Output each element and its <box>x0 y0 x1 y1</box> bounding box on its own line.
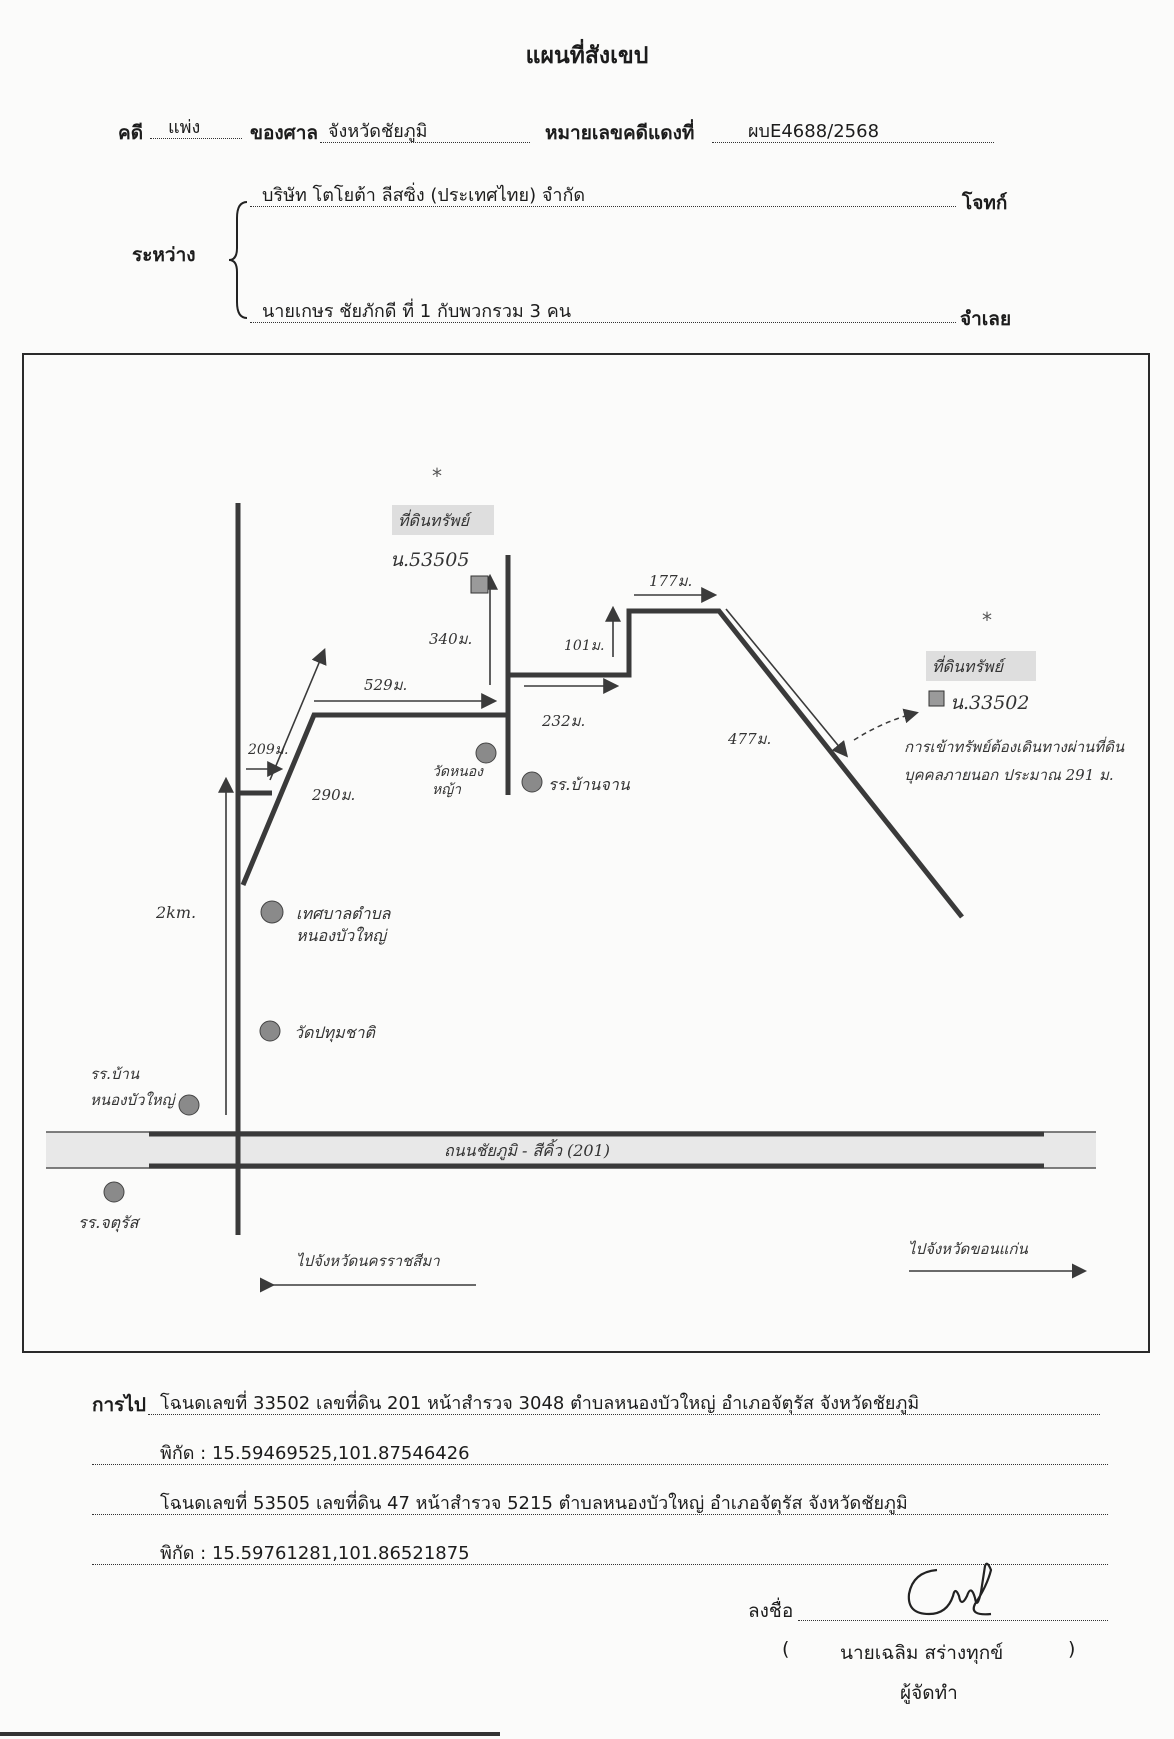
route-segment-290-529 <box>240 712 508 886</box>
route-line-4: พิกัด : 15.59761281,101.86521875 <box>92 1538 1108 1565</box>
coords-33502: พิกัด : 15.59469525,101.87546426 <box>160 1443 470 1464</box>
plaintiff-role: โจทก์ <box>962 192 1008 214</box>
municipality-dot <box>260 900 284 924</box>
case-type-field: แพ่ง <box>150 112 242 139</box>
defendant-role: จำเลย <box>960 308 1012 330</box>
red-number-value: ผบE4688/2568 <box>748 121 880 142</box>
route-line-2: พิกัด : 15.59469525,101.87546426 <box>92 1438 1108 1465</box>
distance-290: 290ม. <box>312 786 356 804</box>
signature-mark <box>907 1562 993 1616</box>
sign-label: ลงชื่อ <box>748 1600 794 1622</box>
court-value: จังหวัดชัยภูมิ <box>328 121 428 142</box>
school-nongbua-dot <box>178 1094 200 1116</box>
wat-nong-label: วัดหนองหญ้า <box>432 764 483 798</box>
map-drawing: * * <box>46 464 1096 1293</box>
land-plot-33502-marker <box>928 690 945 707</box>
direction-right-label: ไปจังหวัดขอนแก่น <box>908 1240 1028 1258</box>
court-label: ของศาล <box>250 122 319 144</box>
signer-role: ผู้จัดทำ <box>900 1682 958 1704</box>
sketch-map: * * ที่ดินทรัพย์ น.53505 ที่ดินทรัพย์ น.… <box>22 353 1150 1353</box>
access-note: การเข้าทรัพย์ต้องเดินทางผ่านที่ดินบุคคลภ… <box>904 738 1125 784</box>
wat-nong-dot <box>475 742 497 764</box>
route-segment-east <box>508 608 964 919</box>
document-title: แผนที่สังเขป <box>525 43 649 69</box>
page-bottom-edge <box>0 1732 500 1736</box>
asset-label-2: ที่ดินทรัพย์ <box>932 657 1003 676</box>
plaintiff-field: บริษัท โตโยต้า ลีสซิ่ง (ประเทศไทย) จำกัด <box>250 180 956 207</box>
asset-label-box-2 <box>926 651 1036 681</box>
distance-529: 529ม. <box>364 676 408 694</box>
red-number-field: ผบE4688/2568 <box>712 116 994 143</box>
school-ban-jan-dot <box>521 771 543 793</box>
land-plot-53505-marker <box>470 575 489 594</box>
signer-name: นายเฉลิม สร่างทุกข์ <box>840 1642 1004 1664</box>
wat-pathum-label: วัดปทุมชาติ <box>294 1023 375 1042</box>
school-ban-jan-label: รร.บ้านจาน <box>548 775 630 794</box>
distance-477: 477ม. <box>728 730 772 748</box>
school-chatturat-label: รร.จตุรัส <box>78 1213 139 1232</box>
school-chatturat-dot <box>103 1181 125 1203</box>
signer-close-paren: ) <box>1068 1638 1076 1660</box>
municipality-label: เทศบาลตำบลหนองบัวใหญ่ <box>296 904 391 945</box>
arrow-290 <box>269 648 327 781</box>
asterisk-icon: * <box>432 464 442 488</box>
distance-340: 340ม. <box>429 630 473 648</box>
route-line-1: โฉนดเลขที่ 33502 เลขที่ดิน 201 หน้าสำรวจ… <box>148 1388 1100 1415</box>
distance-209: 209ม. <box>248 742 289 758</box>
between-label: ระหว่าง <box>132 244 196 266</box>
distance-232: 232ม. <box>542 712 586 730</box>
red-number-label: หมายเลขคดีแดงที่ <box>545 122 695 144</box>
plaintiff-name: บริษัท โตโยต้า ลีสซิ่ง (ประเทศไทย) จำกัด <box>262 185 586 206</box>
route-label: การไป <box>92 1394 146 1416</box>
signer-open-paren: ( <box>782 1638 790 1660</box>
case-type-value: แพ่ง <box>168 117 201 138</box>
arrow-477 <box>725 608 849 758</box>
road-label: ถนนชัยภูมิ - สีคิ้ว (201) <box>444 1141 611 1160</box>
defendant-name: นายเกษร ชัยภักดี ที่ 1 กับพวกรวม 3 คน <box>262 301 572 322</box>
direction-left-label: ไปจังหวัดนครราชสีมา <box>296 1252 440 1270</box>
main-road-band <box>46 1132 1096 1168</box>
route-deed-53505: โฉนดเลขที่ 53505 เลขที่ดิน 47 หน้าสำรวจ … <box>160 1493 908 1514</box>
deed-33502-label: น.33502 <box>950 692 1030 714</box>
route-line-3: โฉนดเลขที่ 53505 เลขที่ดิน 47 หน้าสำรวจ … <box>92 1488 1108 1515</box>
asset-label-box-1 <box>392 505 494 535</box>
court-field: จังหวัดชัยภูมิ <box>320 116 530 143</box>
signature-line <box>798 1598 1108 1621</box>
route-deed-33502: โฉนดเลขที่ 33502 เลขที่ดิน 201 หน้าสำรวจ… <box>160 1393 920 1414</box>
defendant-field: นายเกษร ชัยภักดี ที่ 1 กับพวกรวม 3 คน <box>250 296 956 323</box>
distance-101: 101ม. <box>564 638 605 654</box>
deed-53505-label: น.53505 <box>390 549 470 571</box>
case-label: คดี <box>118 122 144 144</box>
brace-icon <box>228 201 248 319</box>
school-nongbua-label: รร.บ้านหนองบัวใหญ่ <box>90 1065 175 1109</box>
distance-2km: 2km. <box>156 903 197 922</box>
asterisk-icon: * <box>982 608 992 632</box>
coords-53505: พิกัด : 15.59761281,101.86521875 <box>160 1543 470 1564</box>
distance-177: 177ม. <box>649 572 693 590</box>
asset-label-1: ที่ดินทรัพย์ <box>398 511 469 530</box>
wat-pathum-dot <box>259 1020 281 1042</box>
